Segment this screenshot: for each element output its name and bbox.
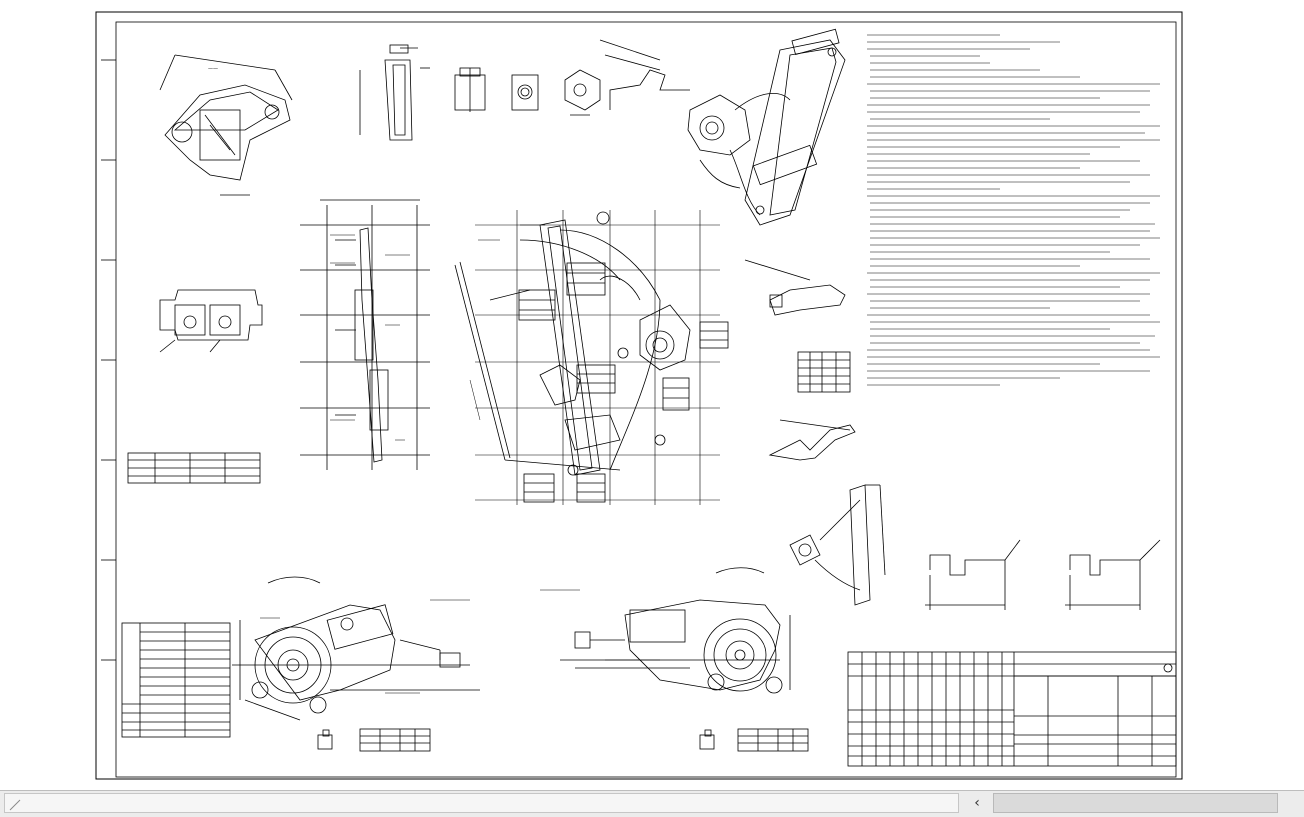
bracket-small-view (564, 69, 601, 116)
engineering-drawing: —— (95, 11, 1183, 780)
cable-clip-view (599, 39, 690, 110)
motor-drawing-left (232, 576, 480, 721)
sheet-inner-border (115, 21, 1177, 778)
connector-table-left (317, 728, 431, 752)
title-block (847, 651, 1177, 767)
horizontal-scrollbar[interactable]: ‹ (0, 790, 1304, 817)
motor-spec-table (121, 622, 231, 738)
bracket-view-top-left: —— (159, 54, 293, 196)
bracket-view-c (768, 419, 856, 461)
bracket-view-right (744, 259, 851, 393)
border-ticks (101, 59, 116, 661)
technical-notes-block (867, 34, 1160, 386)
sheet-outer-border (95, 11, 1183, 780)
section-view-a (359, 44, 430, 141)
scrollbar-thumb[interactable] (993, 793, 1278, 813)
drawing-canvas[interactable]: —— (0, 0, 1304, 790)
dimension-marks (260, 224, 660, 694)
main-elevation-regulator (454, 211, 691, 476)
side-elevation-left (300, 199, 430, 470)
spec-table-left (127, 452, 261, 484)
connector-table-right (699, 728, 809, 752)
fastener-view (454, 67, 539, 112)
main-callout-boxes (518, 262, 729, 503)
chevron-left-icon[interactable]: ‹ (974, 795, 980, 811)
resize-grip-icon (9, 799, 21, 811)
regulator-view-lower-right (789, 484, 886, 606)
motor-drawing-right (560, 567, 791, 694)
regulator-assembly-top-right (687, 28, 846, 226)
svg-text:——: —— (208, 66, 218, 72)
scrollbar-track[interactable] (4, 793, 959, 813)
profile-fig-3 (1065, 539, 1161, 610)
scrollbar-right-end[interactable] (1280, 793, 1300, 813)
profile-fig-2 (925, 539, 1021, 610)
section-d-view (159, 289, 263, 353)
